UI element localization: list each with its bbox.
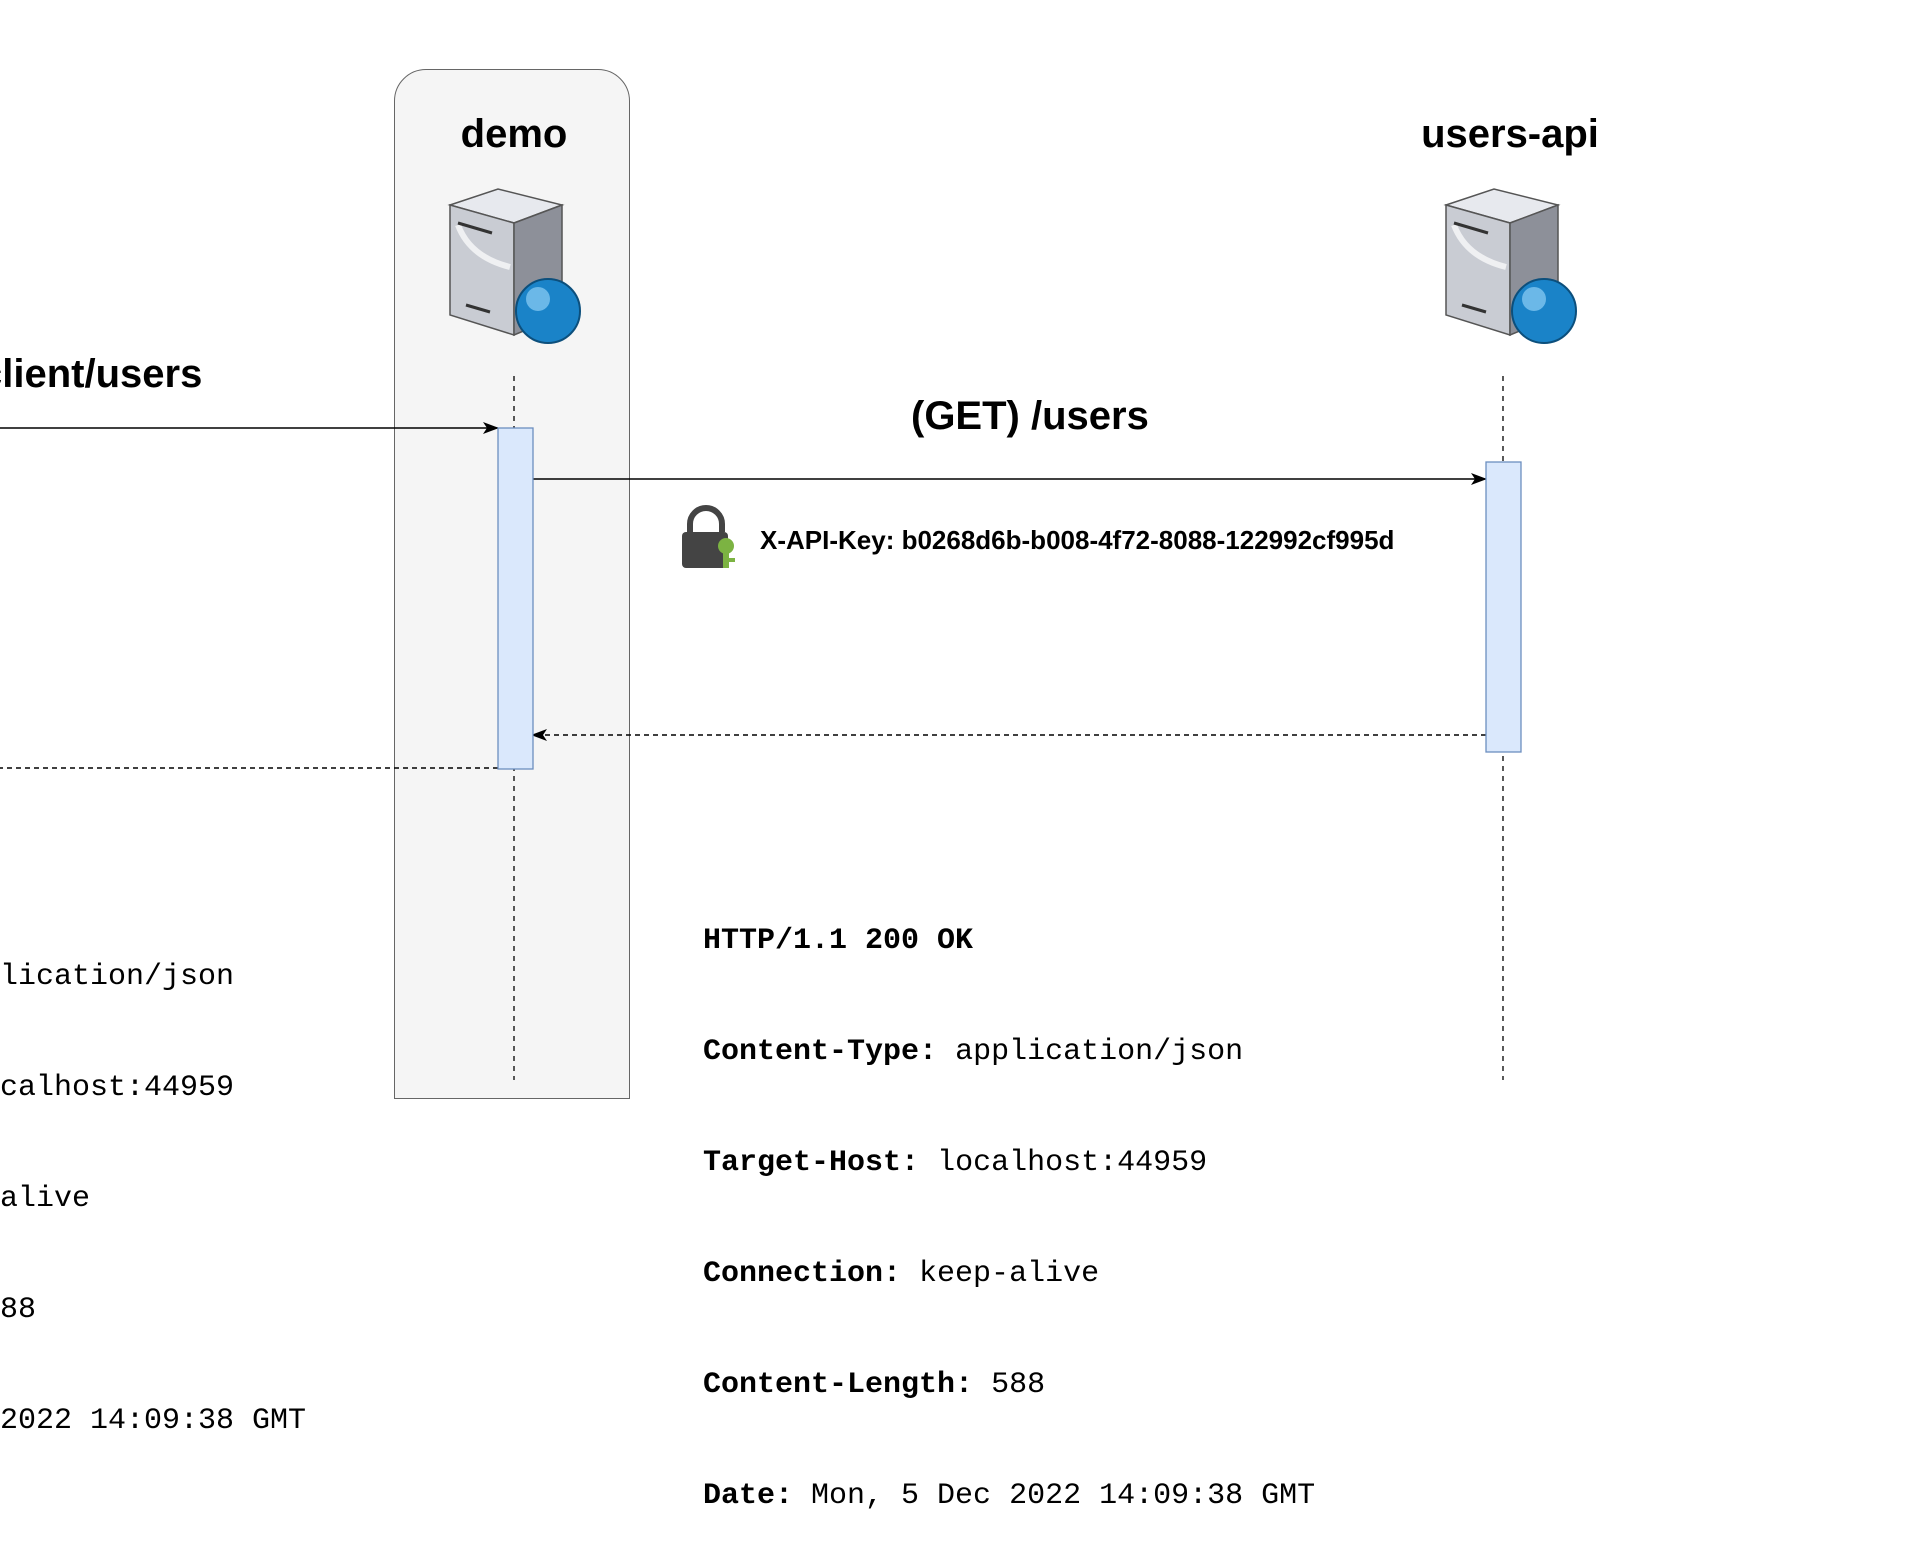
- api-key-header-label: X-API-Key: b0268d6b-b008-4f72-8088-12299…: [760, 525, 1395, 555]
- response-header-row: Target-Host: localhost:44959: [703, 1146, 1208, 1180]
- left-response-line: 588: [0, 1293, 37, 1327]
- left-response-line: -alive: [0, 1182, 91, 1216]
- web-server-icon: [1443, 188, 1577, 344]
- get-users-label: (GET) /users: [911, 394, 1149, 438]
- header-key: Target-Host: [703, 1146, 902, 1180]
- header-key: Connection: [703, 1257, 884, 1291]
- left-response-line: 2022 14:09:38 GMT: [0, 1404, 307, 1438]
- lock-key-icon: [682, 505, 735, 568]
- header-key: Date: [703, 1479, 776, 1513]
- web-server-icon: [447, 188, 581, 344]
- left-response-line: plication/json: [0, 960, 235, 994]
- response-header-row: Content-Type: application/json: [703, 1035, 1244, 1069]
- response-header-row: Date: Mon, 5 Dec 2022 14:09:38 GMT: [703, 1479, 1316, 1513]
- incoming-request-label: client/users: [0, 352, 203, 396]
- header-value: localhost:44959: [919, 1146, 1208, 1180]
- demo-activation-bar: [497, 427, 534, 770]
- demo-participant-name: demo: [460, 112, 568, 156]
- users-api-activation-bar: [1485, 461, 1522, 753]
- response-header-row: Connection: keep-alive: [703, 1257, 1100, 1291]
- sequence-diagram-canvas: [0, 188, 1577, 1080]
- users-api-participant-name: users-api: [1421, 112, 1599, 156]
- left-response-line: ocalhost:44959: [0, 1071, 235, 1105]
- response-status: HTTP/1.1 200 OK: [703, 924, 974, 958]
- header-value: keep-alive: [901, 1257, 1100, 1291]
- header-value: Mon, 5 Dec 2022 14:09:38 GMT: [793, 1479, 1316, 1513]
- header-value: application/json: [937, 1035, 1244, 1069]
- header-key: Content-Length: [703, 1368, 956, 1402]
- header-key: Content-Type: [703, 1035, 920, 1069]
- left-response-block: plication/json ocalhost:44959 -alive 588…: [0, 885, 306, 1477]
- response-header-row: Content-Length: 588: [703, 1368, 1046, 1402]
- header-value: 588: [973, 1368, 1046, 1402]
- response-details-block: HTTP/1.1 200 OK Content-Type: applicatio…: [703, 849, 1315, 1552]
